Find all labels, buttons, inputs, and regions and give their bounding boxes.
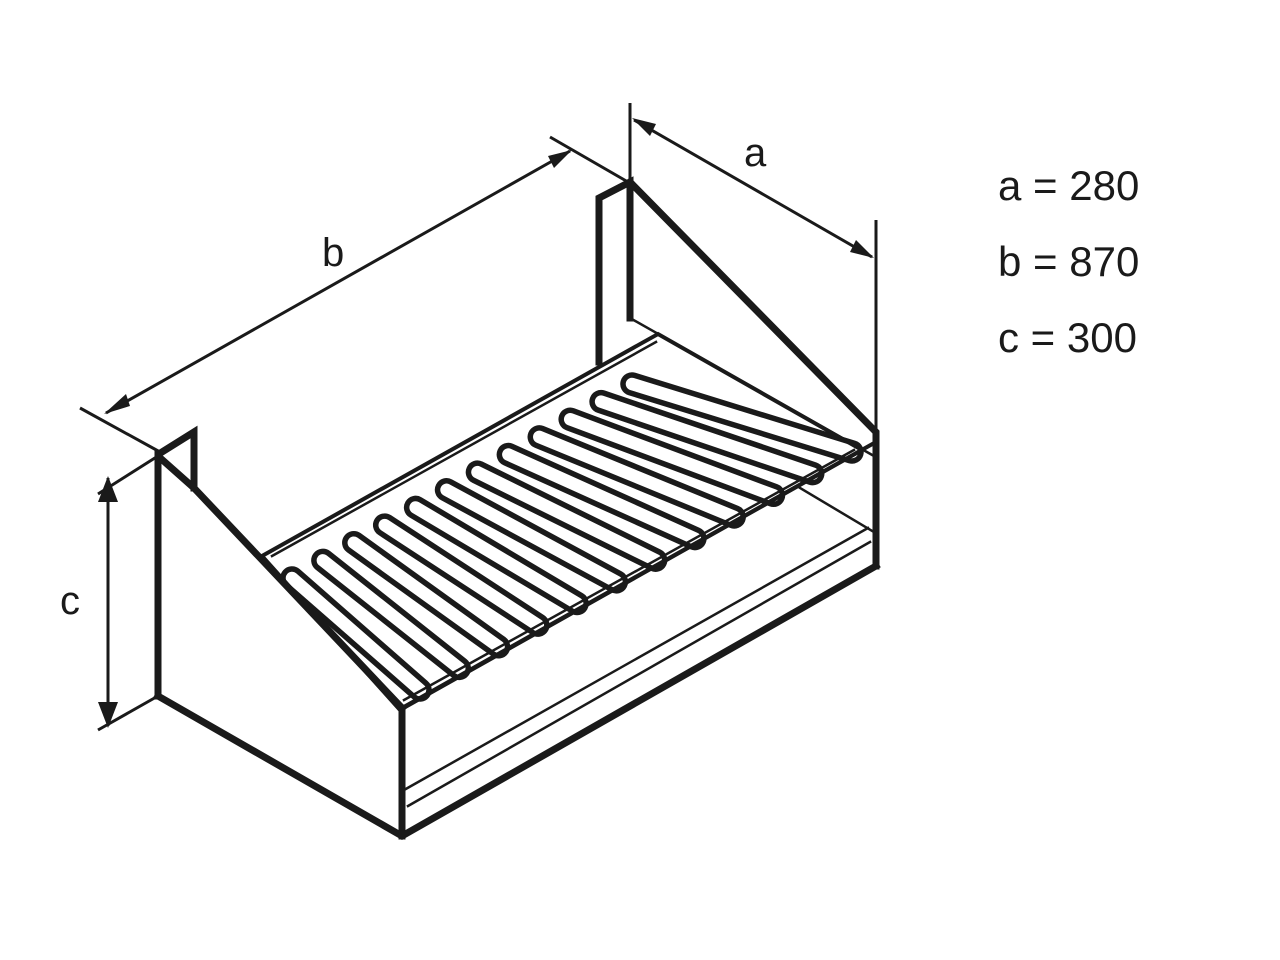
grid-slot <box>434 478 629 594</box>
dimension-a: a <box>628 103 878 438</box>
dimension-b: b <box>79 135 629 454</box>
rear-left-upright <box>157 425 198 492</box>
tray-inner-floor <box>406 540 872 808</box>
bottom-front-edge <box>153 561 881 841</box>
extension-line-b-left <box>79 406 161 454</box>
legend-row-b: b = 870 <box>998 238 1140 285</box>
arrowhead-c-top <box>98 476 118 502</box>
arrowhead-a-right <box>850 240 874 258</box>
grid-slot <box>589 389 825 486</box>
grid-slot <box>403 495 589 616</box>
dimension-label-a: a <box>744 131 767 175</box>
rear-walls <box>157 176 876 492</box>
grid-slot <box>620 372 864 464</box>
right-top-edge <box>625 177 880 570</box>
rear-right-upright <box>595 176 634 366</box>
dimension-line-b <box>105 149 571 415</box>
grid-slots <box>280 372 864 702</box>
grid-slot <box>465 460 668 572</box>
dimension-label-c: c <box>60 579 80 623</box>
dimension-line-a <box>633 118 873 259</box>
grid-slot <box>558 407 786 507</box>
dimension-c: c <box>60 454 159 732</box>
grid-slot <box>280 566 432 702</box>
grid-slot <box>342 531 511 659</box>
grid-frame-inner-back <box>270 340 658 558</box>
grid-slot <box>311 548 471 681</box>
grid-slot <box>372 513 550 637</box>
extension-line-b-right <box>549 135 629 184</box>
grid-slot <box>496 442 707 551</box>
dimension-legend: a = 280 b = 870 c = 300 <box>998 160 1258 388</box>
grid-slot <box>527 425 746 529</box>
outer-frame <box>153 177 881 841</box>
dimension-label-b: b <box>322 231 344 275</box>
arrowhead-b-left <box>104 394 130 414</box>
front-top-edge <box>399 439 879 711</box>
tray-body <box>402 486 876 808</box>
arrowhead-b-right <box>548 150 572 168</box>
tray-inner-right <box>798 486 876 534</box>
left-side-panel <box>154 448 407 713</box>
arrowhead-a-left <box>632 118 656 136</box>
arrowhead-c-bottom <box>98 702 118 728</box>
tray-inner-floor-back <box>402 526 870 792</box>
legend-row-c: c = 300 <box>998 314 1137 361</box>
legend-row-a: a = 280 <box>998 162 1140 209</box>
